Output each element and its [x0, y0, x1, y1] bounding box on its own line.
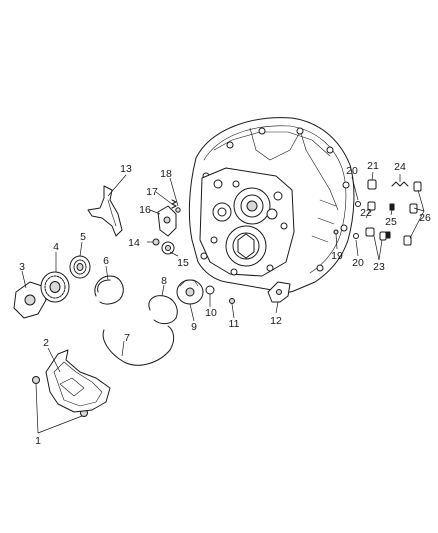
callout-18: 18 [160, 168, 172, 180]
part-4-gear [40, 271, 70, 303]
leader-lines [21, 171, 425, 434]
callout-2: 2 [43, 337, 49, 349]
callout-10: 10 [205, 307, 217, 319]
callout-16: 16 [139, 204, 151, 216]
part-24-spring [391, 181, 409, 187]
part-10-o-ring [205, 285, 215, 295]
part-20-washer [353, 201, 361, 239]
part-19-plug [333, 229, 339, 235]
part-18-pin [175, 207, 181, 213]
part-9-pump-housing [176, 279, 204, 305]
callout-14: 14 [128, 237, 140, 249]
callout-24: 24 [394, 161, 406, 173]
part-17-spring [171, 199, 177, 209]
part-22-switch [367, 201, 376, 211]
callout-20-bottom: 20 [352, 257, 364, 269]
part-14-bolt [152, 238, 160, 246]
callout-3: 3 [19, 261, 25, 273]
callout-6: 6 [103, 255, 109, 267]
part-13-shift-fork [87, 185, 123, 237]
part-3-shield-plate [13, 281, 47, 319]
callout-22: 22 [360, 207, 372, 219]
callout-12: 12 [270, 315, 282, 327]
callout-7: 7 [124, 332, 130, 344]
part-16-detent-lever [157, 205, 177, 237]
callout-19: 19 [331, 250, 343, 262]
callout-26: 26 [419, 212, 431, 224]
part-2-lower-cover [45, 349, 111, 413]
part-15-seal [161, 241, 175, 255]
part-23-switch [365, 227, 387, 241]
callout-20-top: 20 [346, 165, 358, 177]
callout-5: 5 [80, 231, 86, 243]
part-6-snap-ring [94, 275, 124, 305]
callout-17: 17 [146, 186, 158, 198]
part-11-plug [229, 298, 235, 304]
callout-13: 13 [120, 163, 132, 175]
callout-25: 25 [385, 216, 397, 228]
part-12-bracket [267, 281, 291, 303]
part-7-seal-ring [102, 325, 175, 366]
callout-15: 15 [177, 257, 189, 269]
transmission-case [188, 117, 355, 293]
callout-8: 8 [161, 275, 167, 287]
callout-21: 21 [367, 160, 379, 172]
callout-4: 4 [53, 241, 59, 253]
callout-9: 9 [191, 321, 197, 333]
callout-1: 1 [35, 435, 41, 447]
callout-23: 23 [373, 261, 385, 273]
part-8-snap-ring [148, 295, 178, 325]
part-21-sensor [367, 179, 377, 190]
part-5-bearing [69, 255, 91, 279]
callout-11: 11 [229, 318, 240, 330]
callout-labels: 1 2 3 4 5 6 7 8 9 10 11 12 13 14 15 16 1… [19, 160, 431, 447]
part-26-plug [403, 181, 422, 246]
